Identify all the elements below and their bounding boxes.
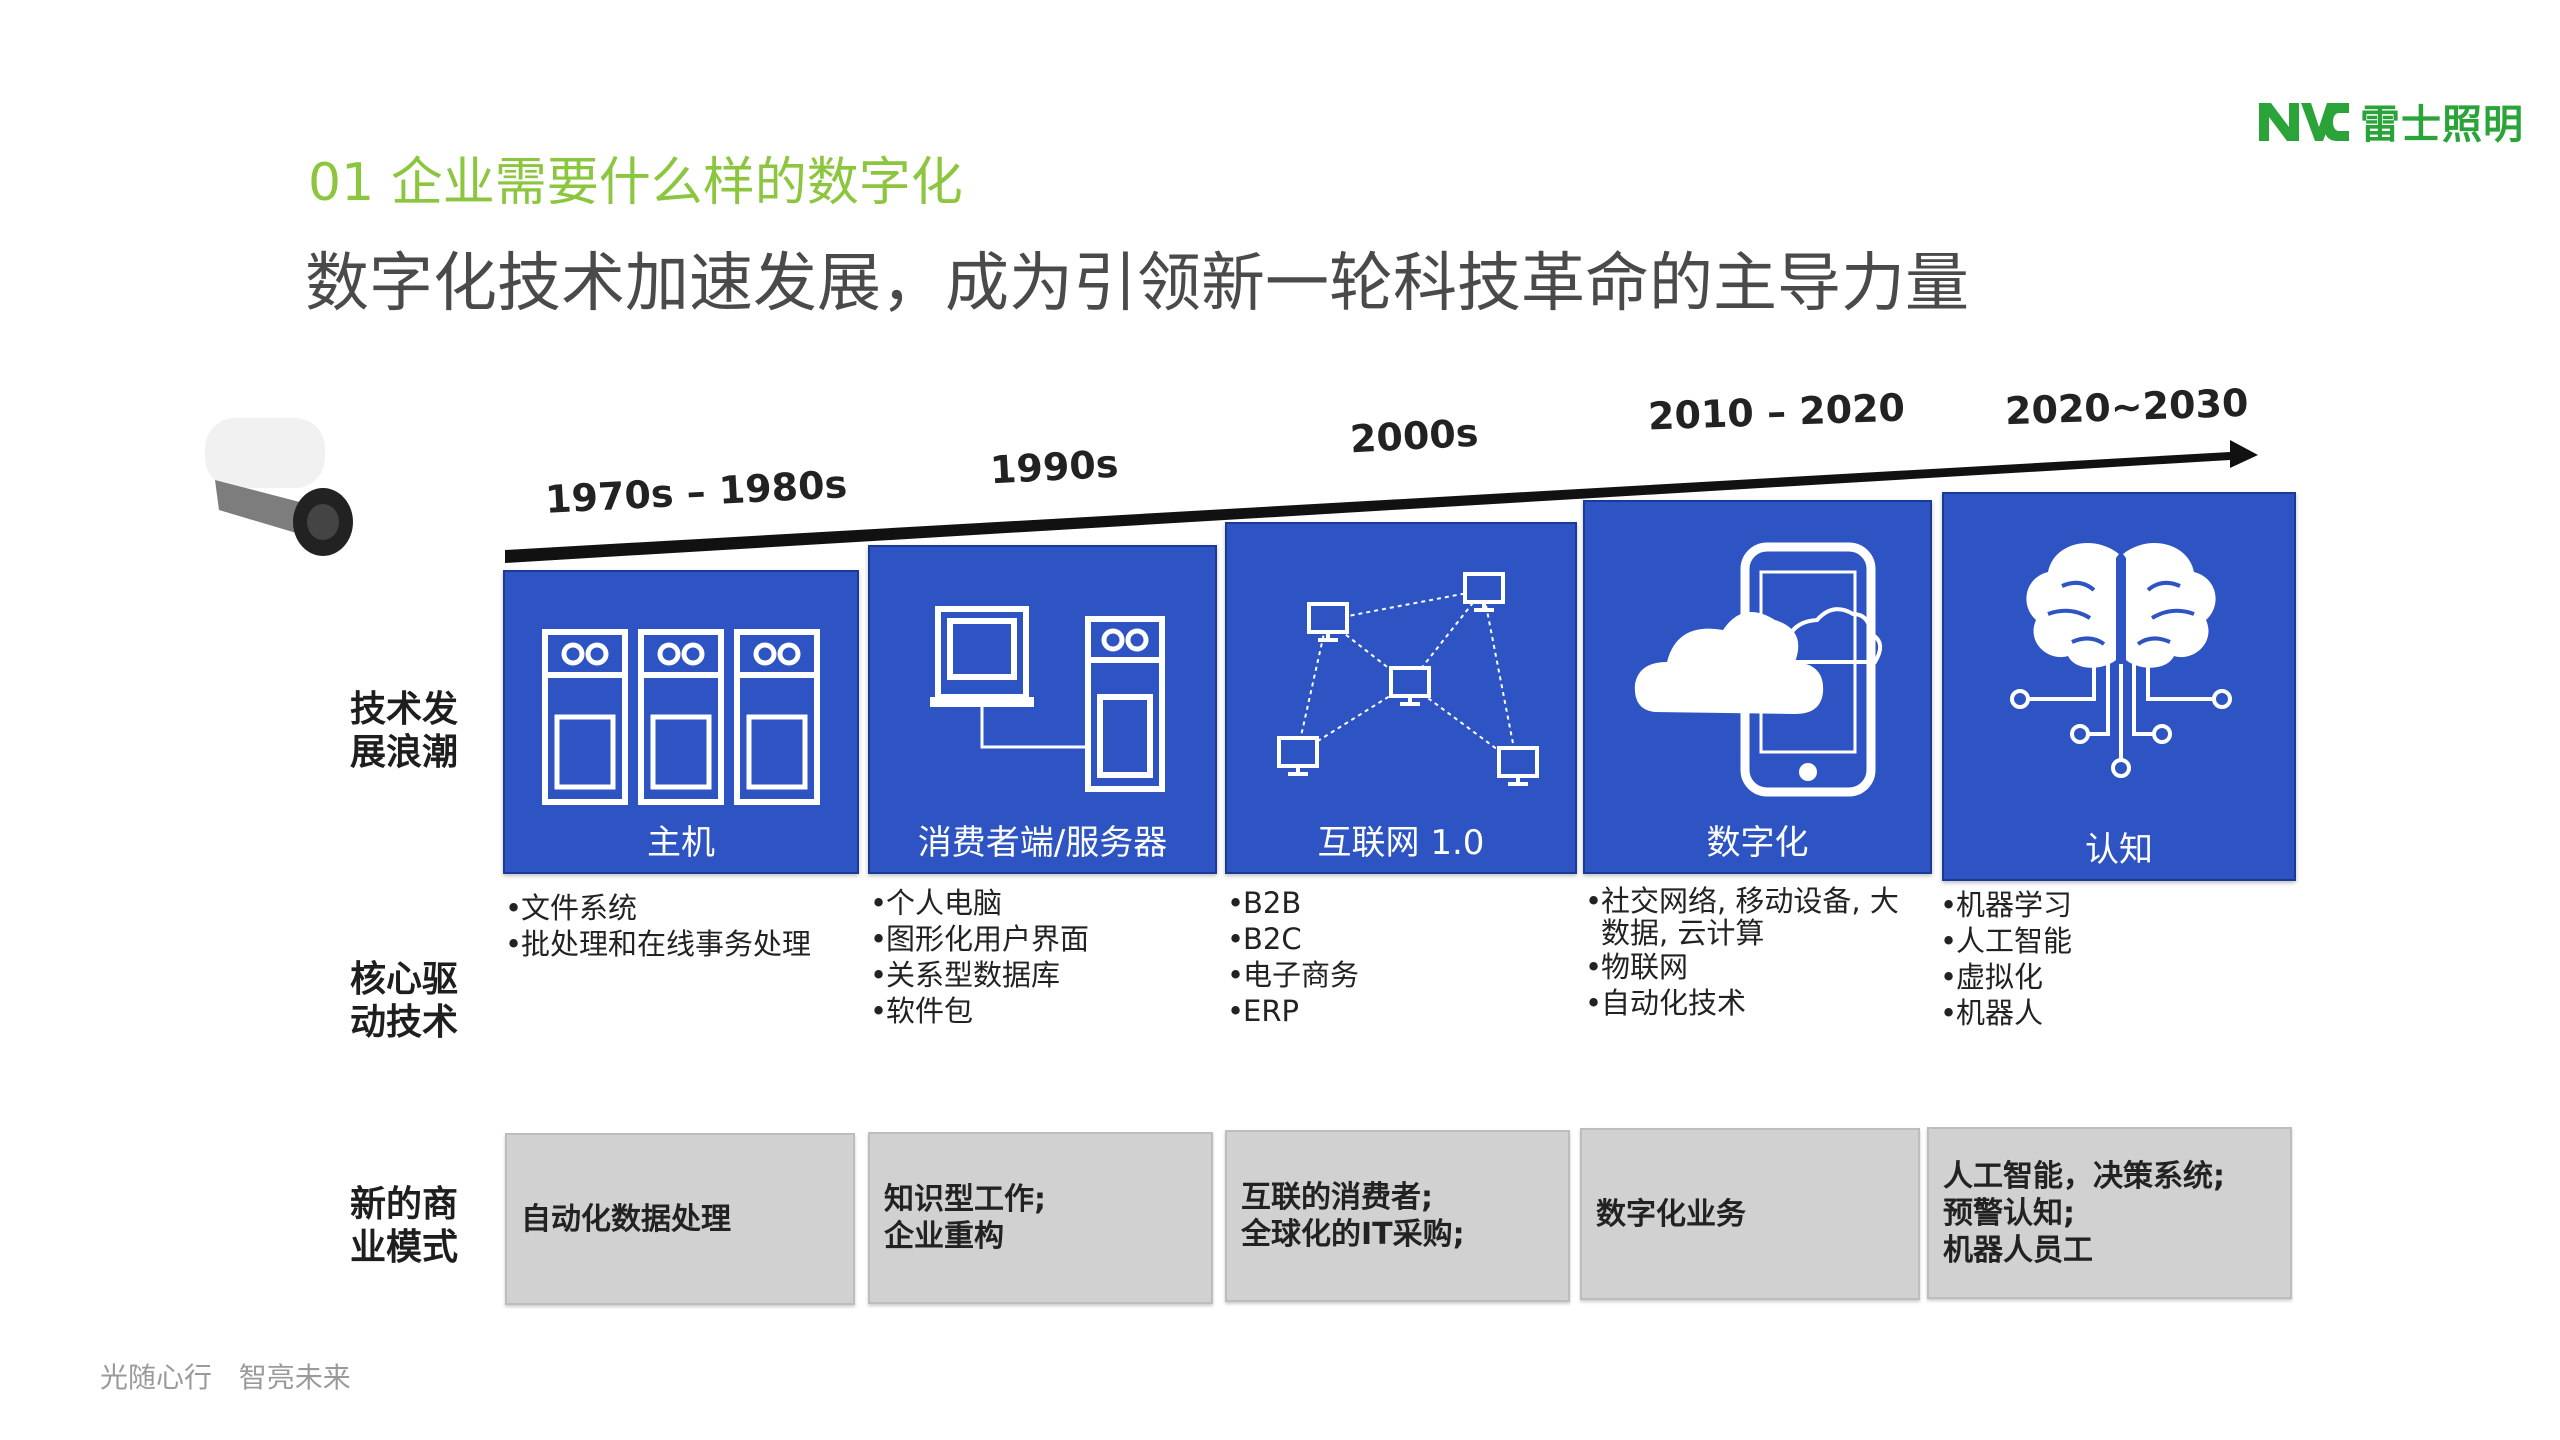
era-card-internet: 互联网 1.0 <box>1225 522 1577 874</box>
page-headline: 数字化技术加速发展，成为引领新一轮科技革命的主导力量 <box>305 247 1969 321</box>
list-item: 关系型数据库 <box>870 957 1215 993</box>
period-label-3: 2000s <box>1348 410 1480 462</box>
cloud-phone-icon <box>1634 542 1883 797</box>
driver-list-mainframe: 文件系统 批处理和在线事务处理 <box>505 890 855 962</box>
list-item: 图形化用户界面 <box>870 921 1215 957</box>
era-name-internet: 互联网 1.0 <box>1317 823 1485 863</box>
period-label-2: 1990s <box>988 441 1120 493</box>
period-label-5: 2020~2030 <box>2004 380 2250 434</box>
model-box-cognitive: 人工智能，决策系统; 预警认知; 机器人员工 <box>1927 1127 2292 1299</box>
era-card-mainframe: 主机 <box>503 570 859 874</box>
driver-list-cognitive: 机器学习 人工智能 虚拟化 机器人 <box>1940 887 2280 1031</box>
list-item: 虚拟化 <box>1940 959 2280 995</box>
period-label-4: 2010 – 2020 <box>1647 385 1906 439</box>
era-card-client-server: 消费者端/服务器 <box>868 545 1217 874</box>
model-box-internet: 互联的消费者; 全球化的IT采购; <box>1225 1130 1570 1302</box>
model-box-mainframe: 自动化数据处理 <box>505 1133 855 1305</box>
list-item: 电子商务 <box>1227 957 1572 993</box>
driver-list-internet: B2B B2C 电子商务 ERP <box>1227 885 1572 1029</box>
row-label-business-models: 新的商 业模式 <box>350 1184 459 1269</box>
camera-artifact-icon <box>205 418 353 556</box>
era-name-client-server: 消费者端/服务器 <box>917 823 1168 863</box>
era-card-digital: 数字化 <box>1583 500 1932 874</box>
era-name-cognitive: 认知 <box>2085 830 2153 870</box>
list-item: 人工智能 <box>1940 923 2280 959</box>
era-card-cognitive: 认知 <box>1942 492 2296 881</box>
driver-list-digital: 社交网络, 移动设备, 大数据, 云计算 物联网 自动化技术 <box>1585 885 1910 1021</box>
list-item: B2B <box>1227 885 1572 921</box>
brain-circuit-icon <box>2010 542 2232 778</box>
row-label-tech-waves: 技术发 展浪潮 <box>350 689 459 774</box>
list-item: 文件系统 <box>505 890 855 926</box>
driver-list-client-server: 个人电脑 图形化用户界面 关系型数据库 软件包 <box>870 885 1215 1029</box>
client-server-icon <box>930 606 1165 792</box>
list-item: ERP <box>1227 993 1572 1029</box>
list-item: 机器学习 <box>1940 887 2280 923</box>
brand-name: 雷士照明 <box>2360 102 2524 148</box>
footer-slogan: 光随心行 智亮未来 <box>100 1361 351 1394</box>
network-icon <box>1277 572 1539 786</box>
model-box-digital: 数字化业务 <box>1580 1128 1920 1300</box>
era-name-digital: 数字化 <box>1706 823 1809 863</box>
model-box-client-server: 知识型工作; 企业重构 <box>868 1132 1213 1304</box>
row-label-core-drivers: 核心驱 动技术 <box>350 959 459 1044</box>
list-item: 机器人 <box>1940 995 2280 1031</box>
list-item: 个人电脑 <box>870 885 1215 921</box>
mainframe-icon <box>542 629 820 805</box>
section-title: 01 企业需要什么样的数字化 <box>308 153 963 213</box>
list-item: 自动化技术 <box>1585 985 1910 1021</box>
list-item: 物联网 <box>1585 949 1910 985</box>
list-item: 社交网络, 移动设备, 大数据, 云计算 <box>1585 885 1910 949</box>
list-item: 批处理和在线事务处理 <box>505 926 855 962</box>
list-item: 软件包 <box>870 993 1215 1029</box>
brand-logo: 雷士照明 <box>2255 92 2524 150</box>
list-item: B2C <box>1227 921 1572 957</box>
era-name-mainframe: 主机 <box>647 823 715 863</box>
nvc-logo-icon <box>2259 103 2349 141</box>
